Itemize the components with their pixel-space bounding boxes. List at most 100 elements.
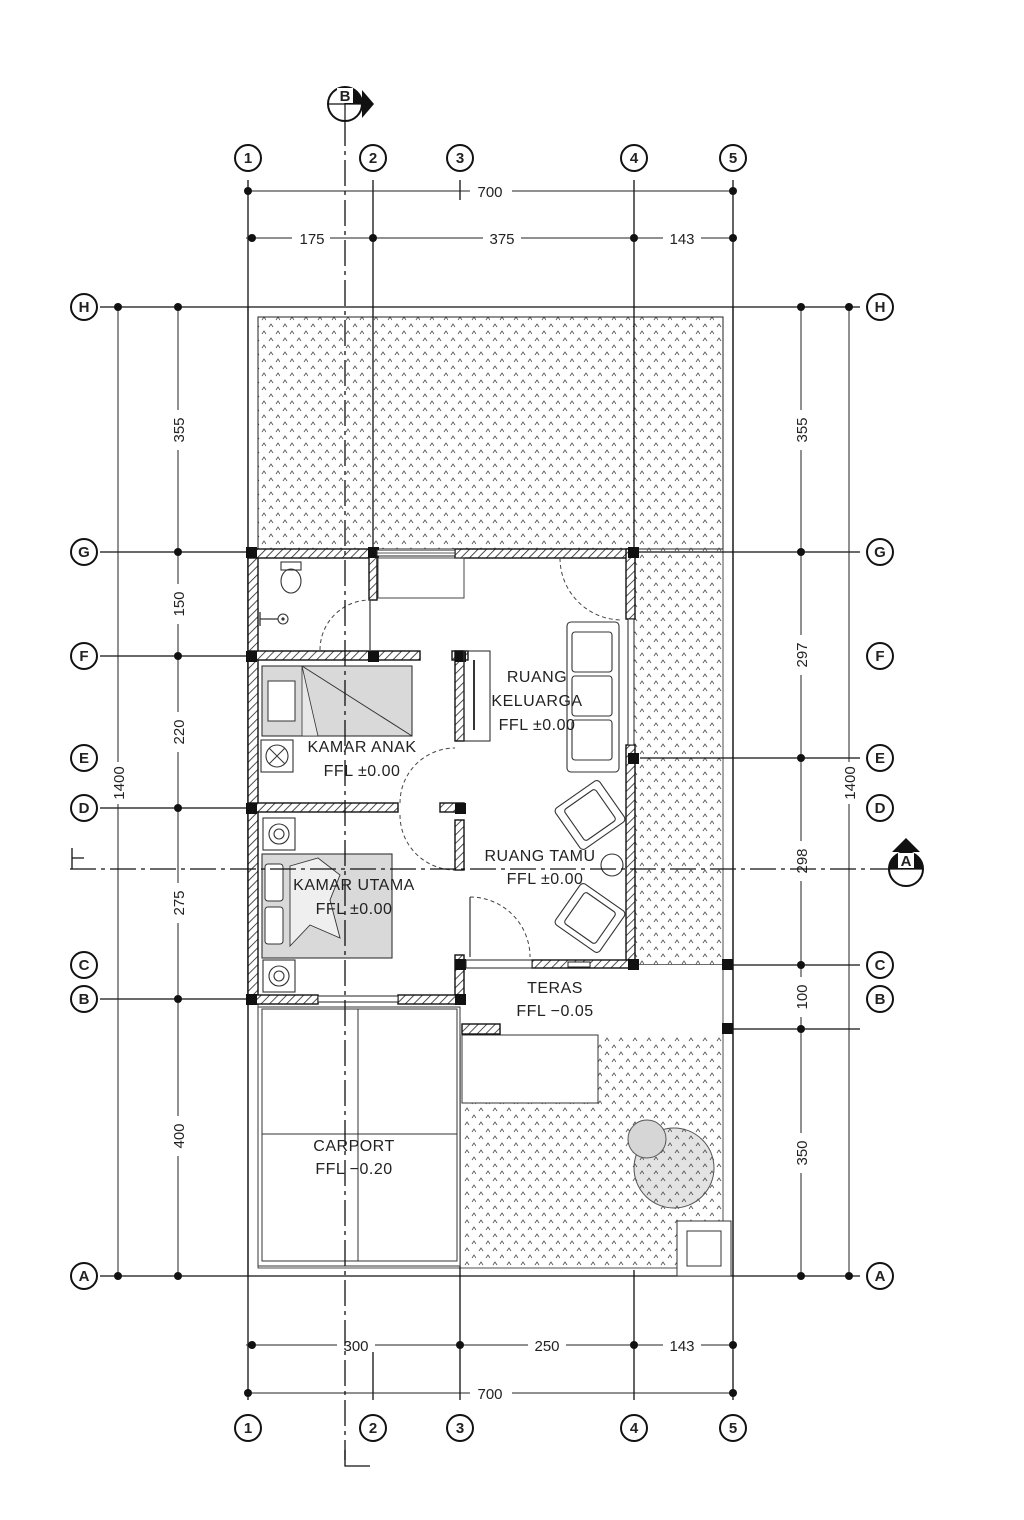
svg-text:H: H — [79, 299, 90, 316]
sofa-icon — [566, 621, 620, 773]
dimension-right-segments: 355 297 298 100 350 — [793, 303, 811, 1280]
kamar-anak-level: FFL ±0.00 — [324, 763, 401, 780]
section-marker-b: B — [327, 86, 374, 122]
dim-right-1400: 1400 — [842, 766, 859, 799]
bathroom-fixtures — [259, 561, 302, 626]
svg-text:5: 5 — [729, 150, 737, 167]
side-garden — [634, 549, 723, 965]
grid-bubble-right-E: E — [866, 744, 894, 772]
grid-bubble-left-F: F — [70, 642, 98, 670]
svg-text:G: G — [78, 544, 90, 561]
teras-name: TERAS — [527, 980, 583, 997]
grid-bubble-bottom-4: 4 — [620, 1414, 648, 1442]
kamar-anak-furniture — [260, 665, 413, 773]
right-grid-bubbles: H G F E D C B A — [866, 293, 894, 1290]
svg-text:C: C — [79, 957, 90, 974]
carport-level: FFL −0.20 — [315, 1161, 392, 1178]
armchair-bottom-icon — [554, 883, 626, 953]
grid-bubble-bottom-1: 1 — [234, 1414, 262, 1442]
section-lines — [70, 120, 900, 1467]
dim-bottom-250: 250 — [534, 1338, 559, 1355]
ruang-keluarga-level: FFL ±0.00 — [499, 717, 576, 734]
ruang-keluarga-name-1: RUANG — [507, 669, 567, 686]
svg-text:D: D — [79, 800, 90, 817]
teras-level: FFL −0.05 — [516, 1003, 593, 1020]
dimension-bottom-segments: 300 250 143 — [246, 1336, 737, 1355]
carport-name: CARPORT — [313, 1138, 394, 1155]
svg-text:E: E — [79, 750, 89, 767]
ruang-tamu-furniture — [554, 780, 626, 953]
side-table-icon — [600, 853, 624, 877]
dim-top-143: 143 — [669, 231, 694, 248]
dim-right-350: 350 — [794, 1140, 811, 1165]
dimension-left-segments: 355 150 220 275 400 — [170, 303, 188, 1280]
dimension-top-overall: 700 — [244, 182, 737, 201]
front-garden — [462, 1035, 722, 1268]
nightstand-lamp-icon — [260, 739, 294, 773]
grid-bubble-left-D: D — [70, 794, 98, 822]
grid-bubble-left-H: H — [70, 293, 98, 321]
grid-bubble-left-E: E — [70, 744, 98, 772]
ruang-keluarga-name-2: KELUARGA — [491, 693, 582, 710]
ruang-tamu-name: RUANG TAMU — [484, 848, 595, 865]
dimension-left-overall: 1400 — [110, 303, 128, 1280]
dimension-right-overall: 1400 — [841, 303, 859, 1280]
planter-box-icon — [676, 1220, 732, 1277]
dim-top-700: 700 — [477, 184, 502, 201]
dim-bottom-300: 300 — [343, 1338, 368, 1355]
svg-text:A: A — [79, 1268, 90, 1285]
grid-bubble-right-F: F — [866, 642, 894, 670]
svg-text:4: 4 — [630, 1420, 639, 1437]
section-b-label: B — [340, 88, 351, 105]
tree-icon — [627, 1119, 715, 1209]
tv-cabinet-icon — [463, 650, 491, 742]
grid-bubble-bottom-2: 2 — [359, 1414, 387, 1442]
svg-text:G: G — [874, 544, 886, 561]
ruang-tamu-level: FFL ±0.00 — [507, 871, 584, 888]
carport-paving — [261, 1008, 458, 1262]
grid-bubble-right-B: B — [866, 985, 894, 1013]
ruang-keluarga-furniture — [463, 621, 620, 773]
toilet-icon — [280, 561, 302, 594]
svg-text:C: C — [875, 957, 886, 974]
back-garden — [257, 316, 724, 550]
dim-left-275: 275 — [171, 890, 188, 915]
house-floor — [250, 549, 722, 1267]
grid-bubble-top-4: 4 — [620, 144, 648, 172]
svg-text:3: 3 — [456, 150, 464, 167]
grid-bubble-left-G: G — [70, 538, 98, 566]
svg-text:D: D — [875, 800, 886, 817]
section-a-label: A — [901, 853, 912, 870]
grid-bubble-right-G: G — [866, 538, 894, 566]
nightstand-bottom-icon — [262, 959, 296, 993]
svg-text:3: 3 — [456, 1420, 464, 1437]
windows — [317, 549, 635, 1003]
svg-text:B: B — [875, 991, 886, 1008]
svg-text:2: 2 — [369, 1420, 377, 1437]
dim-right-355: 355 — [794, 417, 811, 442]
dim-top-175: 175 — [299, 231, 324, 248]
svg-text:E: E — [875, 750, 885, 767]
dim-right-100: 100 — [794, 984, 811, 1009]
shower-icon — [259, 612, 289, 626]
svg-text:F: F — [79, 648, 88, 665]
svg-text:F: F — [875, 648, 884, 665]
armchair-top-icon — [554, 780, 626, 850]
grid-bubble-right-A: A — [866, 1262, 894, 1290]
kamar-utama-level: FFL ±0.00 — [316, 901, 393, 918]
structural-columns — [246, 547, 733, 1034]
kamar-utama-name: KAMAR UTAMA — [293, 877, 415, 894]
grid-bubble-right-H: H — [866, 293, 894, 321]
dimension-top-segments: 175 375 143 — [246, 229, 737, 248]
kamar-utama-furniture — [261, 817, 393, 993]
grid-bubble-top-5: 5 — [719, 144, 747, 172]
dim-left-400: 400 — [171, 1123, 188, 1148]
dimension-bottom-overall: 700 — [244, 1384, 737, 1403]
svg-text:2: 2 — [369, 150, 377, 167]
svg-text:1: 1 — [244, 150, 252, 167]
grid-bubble-right-D: D — [866, 794, 894, 822]
dim-top-375: 375 — [489, 231, 514, 248]
dim-left-150: 150 — [171, 591, 188, 616]
section-marker-a: A — [888, 838, 924, 887]
